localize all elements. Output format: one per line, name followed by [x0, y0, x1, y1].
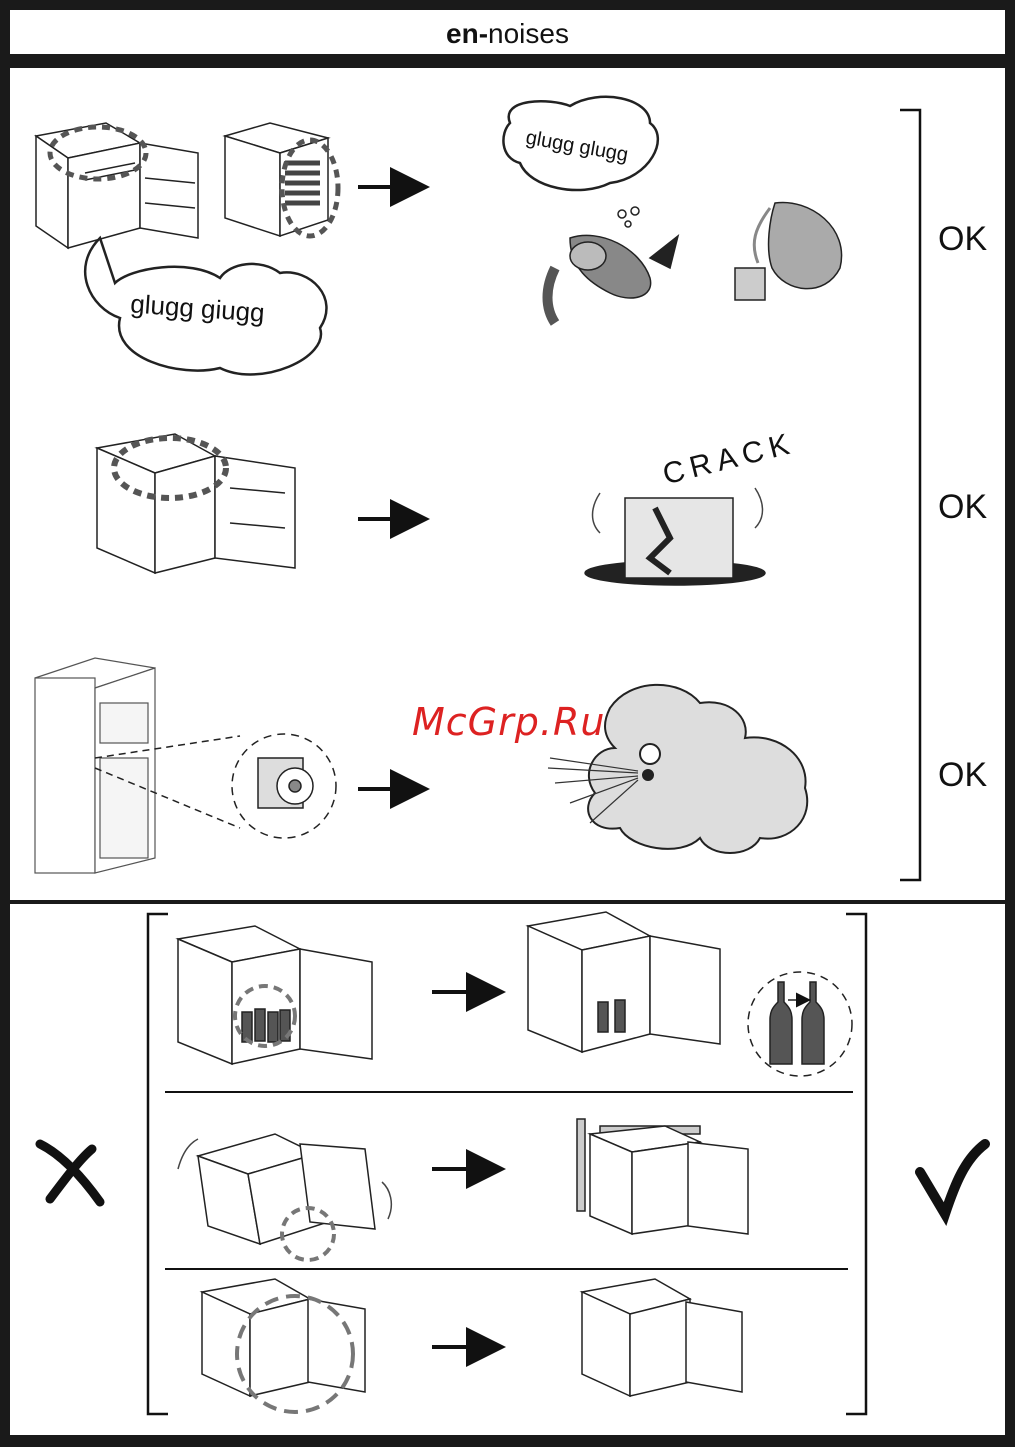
status-ok-row1: OK [938, 220, 987, 258]
status-ok-row2: OK [938, 488, 987, 526]
cross-mark-icon [40, 1144, 100, 1202]
fridge-open-icon [36, 123, 198, 248]
status-ok-row3: OK [938, 756, 987, 794]
page-title: en-noises [10, 18, 1005, 50]
bottles-zoom-highlight [748, 972, 852, 1076]
jug-icon [735, 202, 842, 300]
fridge-bottles-spaced-icon [528, 912, 720, 1052]
crack-text: CRACK [659, 427, 798, 492]
title-bar: en-noises [10, 10, 1005, 54]
title-bold: en- [446, 18, 488, 49]
fridge-evaporator-icon [97, 434, 295, 573]
ice-cube-icon [585, 488, 765, 585]
fridge-door-correct-icon [582, 1279, 742, 1396]
abnormal-noises-illustrations [10, 904, 1005, 1435]
abnormal-noises-panel [10, 904, 1005, 1435]
normal-noises-panel: glugg giugg glugg glugg OK CRAC [10, 68, 1005, 900]
fridge-tilted-icon [178, 1134, 391, 1244]
diver-icon [548, 207, 679, 323]
fridge-leveled-icon [577, 1119, 748, 1234]
watermark: McGrp.Ru [412, 700, 605, 744]
lower-bracket-left [148, 914, 168, 1414]
fridge-door-ajar-icon [202, 1279, 365, 1396]
normal-noises-illustrations: glugg giugg glugg glugg OK CRAC [10, 68, 1005, 900]
check-mark-icon [920, 1144, 985, 1214]
ok-bracket [900, 110, 920, 880]
title-rest: noises [488, 18, 569, 49]
fridge-tall-icon [35, 658, 155, 873]
lower-bracket-right [846, 914, 866, 1414]
